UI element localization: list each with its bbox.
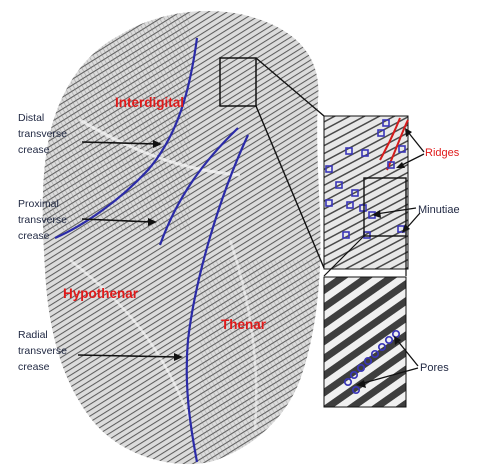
svg-text:Radial: Radial (18, 329, 48, 341)
svg-text:Proximal: Proximal (18, 198, 59, 210)
region-label-interdigital: Interdigital (115, 95, 184, 110)
ridge-zoom-panel (324, 116, 408, 269)
svg-text:crease: crease (18, 230, 50, 242)
palm-print (30, 0, 330, 471)
svg-text:Distal: Distal (18, 112, 44, 124)
region-label-hypothenar: Hypothenar (63, 286, 139, 301)
svg-text:transverse: transverse (18, 345, 67, 357)
svg-text:transverse: transverse (18, 128, 67, 140)
svg-text:Minutiae: Minutiae (418, 204, 460, 216)
svg-text:Ridges: Ridges (425, 147, 460, 159)
svg-text:crease: crease (18, 361, 50, 373)
svg-text:transverse: transverse (18, 214, 67, 226)
svg-text:Pores: Pores (420, 362, 449, 374)
svg-text:crease: crease (18, 144, 50, 156)
region-label-thenar: Thenar (221, 317, 267, 332)
